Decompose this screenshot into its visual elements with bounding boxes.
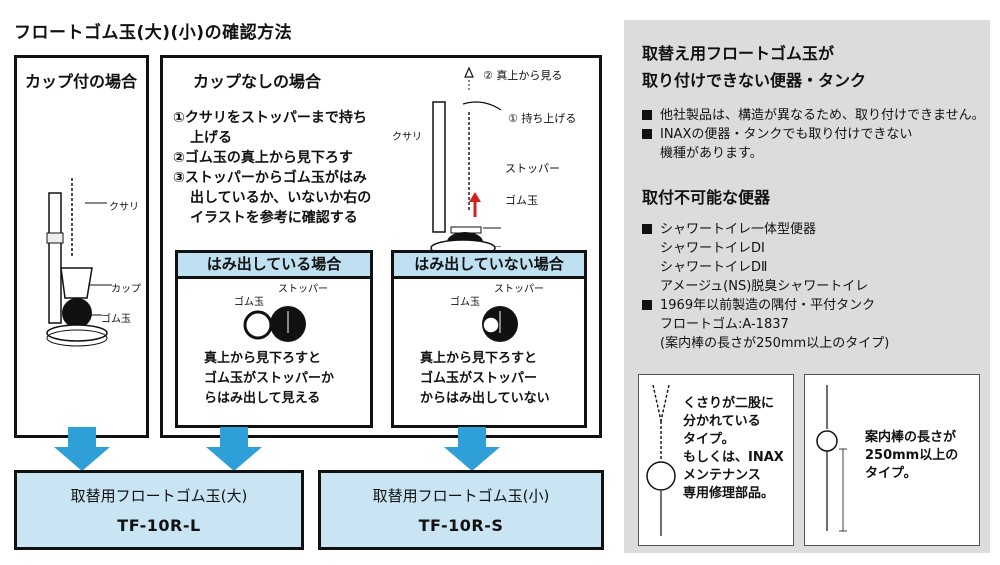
card1-line-5: メンテナンス [683,468,761,483]
card1-line-2: 分かれている [683,414,761,429]
card2-line-3: タイプ。 [865,466,917,481]
panel-heading-1-line-1: 取替え用フロートゴム玉が [642,44,835,63]
incompatible-item-4: アメージュ(NS)脱臭シャワートイレ [660,279,869,294]
protruding-heading: はみ出している場合 [178,253,370,279]
step-3-line-2: 出しているか、いないか右の [190,190,372,206]
protruding-box: はみ出している場合 ゴム玉 ストッパー 真上から見下ろすと ゴム玉がストッパーか… [175,250,373,428]
not-protruding-text: 真上から見下ろすと ゴム玉がストッパー からはみ出していない [420,349,550,409]
arrow-protruding-stem [220,427,248,449]
forked-chain-illustration [646,384,676,536]
step-3-line-3: イラストを参考に確認する [190,210,358,226]
card1-line-6: 専用修理部品。 [683,486,775,501]
incompatible-item-7: (案内棒の長さが250mm以上のタイプ) [660,336,890,351]
result-large: 取替用フロートゴム玉(大) TF-10R-L [14,470,304,550]
view-from-top-label: ② 真上から見る [483,69,563,82]
not-protruding-text-line-1: 真上から見下ろすと [420,351,538,366]
panel-heading-1: 取替え用フロートゴム玉が 取り付けできない便器・タンク [642,40,866,94]
arrow-not-protruding-stem [458,427,486,449]
card1-line-1: くさりが二股に [683,396,775,411]
panel-note-2-cont: 機種があります。 [660,146,763,161]
panel-heading-2: 取付不可能な便器 [642,188,771,207]
cup-label: カップ [111,284,141,295]
not-protruding-text-line-3: からはみ出していない [420,391,550,406]
protruding-stopper-label: ストッパー [278,284,328,295]
no-cup-steps: ①クサリをストッパーまで持ち 上げる ②ゴム玉の真上から見下ろす ③ストッパーか… [173,108,398,228]
result-small-name: 取替用フロートゴム玉(小) [372,487,550,505]
not-protruding-text-line-2: ゴム玉がストッパー [420,371,538,386]
card-long-guide-rod-text: 案内棒の長さが 250mm以上の タイプ。 [865,429,958,483]
arrow-cup-head [54,447,110,471]
arrow-protruding-head [206,447,262,471]
cup-type-illustration [46,178,112,347]
incompatible-item-3: シャワートイレDⅡ [660,260,768,275]
arrows [54,427,500,471]
not-protruding-heading: はみ出していない場合 [394,253,584,279]
arrow-not-protruding-head [444,447,500,471]
protruding-text-line-3: らはみ出して見える [204,391,321,406]
no-cup-heading: カップなしの場合 [193,72,322,91]
not-protruding-stopper-label: ストッパー [494,284,544,295]
result-large-code: TF-10R-L [117,516,201,535]
card-long-guide-rod: 案内棒の長さが 250mm以上の タイプ。 [804,374,980,546]
not-protruding-box: はみ出していない場合 ゴム玉 ストッパー 真上から見下ろすと ゴム玉がストッパー… [391,250,587,428]
protruding-diagram [243,306,306,342]
panel-heading-1-line-2: 取り付けできない便器・タンク [642,71,867,90]
panel-notes: 他社製品は、構造が異なるため、取り付けできません。 INAXの便器・タンクでも取… [642,106,987,163]
panel-note-1: 他社製品は、構造が異なるため、取り付けできません。 [642,106,987,125]
no-cup-illustration [432,66,502,247]
card2-line-1: 案内棒の長さが [865,430,957,445]
cup-ball-label: ゴム玉 [101,314,131,325]
panel-note-2: INAXの便器・タンクでも取り付けできない [642,125,987,144]
protruding-text: 真上から見下ろすと ゴム玉がストッパーか らはみ出して見える [204,349,334,409]
incompatible-item-6: フロートゴム:A-1837 [660,317,789,332]
incompatible-item-5: 1969年以前製造の隅付・平付タンク [642,296,987,315]
card1-line-3: タイプ。 [683,432,735,447]
incompatible-item-1: シャワートイレ一体型便器 [642,220,987,239]
step-3-line-1: ③ストッパーからゴム玉がはみ [173,170,367,186]
no-cup-chain-label: クサリ [392,132,422,143]
page-title: フロートゴム玉(大)(小)の確認方法 [14,23,293,43]
card-forked-chain: くさりが二股に 分かれている タイプ。 もしくは、INAX メンテナンス 専用修… [638,374,794,546]
bullet-square-icon [642,129,652,139]
cup-chain-label: クサリ [109,202,139,213]
result-small-code: TF-10R-S [418,516,504,535]
guide-rod-illustration [816,385,847,532]
no-cup-stopper-label: ストッパー [505,162,560,175]
card-forked-chain-text: くさりが二股に 分かれている タイプ。 もしくは、INAX メンテナンス 専用修… [683,395,784,503]
bullet-square-icon [642,300,652,310]
step-1-line-1: ①クサリをストッパーまで持ち [173,110,367,126]
cup-type-heading: カップ付の場合 [25,72,138,91]
arrow-cup-stem [68,427,96,449]
cup-type-box: カップ付の場合 クサリ カップ ゴム玉 [14,55,149,438]
bullet-square-icon [642,110,652,120]
card2-line-2: 250mm以上の [865,448,959,463]
bullet-square-icon [642,224,652,234]
protruding-text-line-1: 真上から見下ろすと [204,351,322,366]
protruding-ball-label: ゴム玉 [234,297,264,308]
panel-incompatible-list: シャワートイレ一体型便器 シャワートイレDI シャワートイレDⅡ アメージュ(N… [642,220,987,353]
not-protruding-diagram [482,306,518,342]
card1-line-4: もしくは、INAX [683,450,784,465]
incompatible-panel: 取替え用フロートゴム玉が 取り付けできない便器・タンク 他社製品は、構造が異なる… [624,20,990,553]
step-1-line-2: 上げる [190,130,232,146]
incompatible-item-2: シャワートイレDI [660,241,765,256]
result-small: 取替用フロートゴム玉(小) TF-10R-S [318,470,604,550]
lift-label: ① 持ち上げる [508,112,577,125]
no-cup-box: カップなしの場合 ①クサリをストッパーまで持ち 上げる ②ゴム玉の真上から見下ろ… [160,55,602,438]
step-2-line: ②ゴム玉の真上から見下ろす [173,150,353,166]
result-large-name: 取替用フロートゴム玉(大) [70,487,248,505]
no-cup-ball-label: ゴム玉 [505,194,538,207]
protruding-text-line-2: ゴム玉がストッパーか [204,371,335,386]
not-protruding-ball-label: ゴム玉 [450,297,480,308]
